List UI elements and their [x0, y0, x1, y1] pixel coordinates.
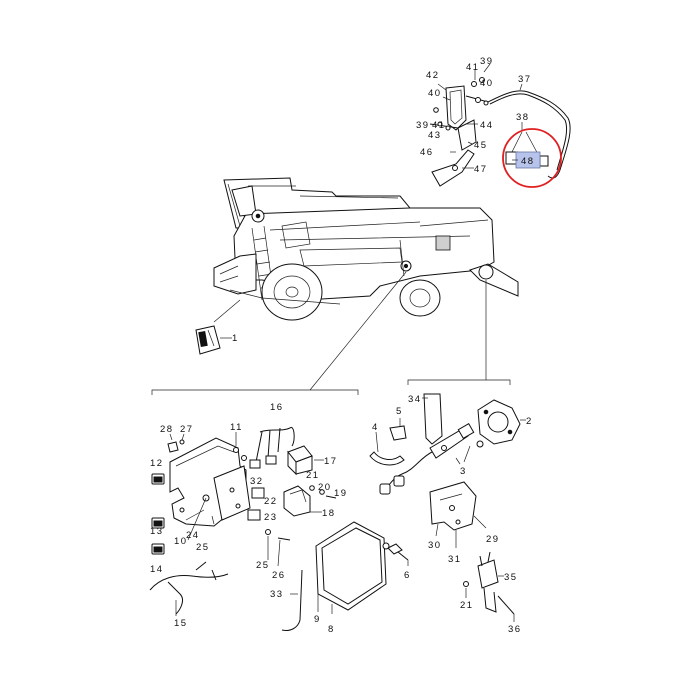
callout-30: 30 [428, 540, 442, 551]
callout-18: 18 [322, 508, 336, 519]
callout-25: 25 [196, 542, 210, 553]
callout-2: 2 [526, 416, 533, 427]
callout-47: 47 [474, 164, 488, 175]
callout-9: 9 [314, 614, 321, 625]
callout-21: 21 [306, 470, 320, 481]
callout-34: 34 [408, 394, 422, 405]
callout-15: 15 [174, 618, 188, 629]
callout-17: 17 [324, 456, 338, 467]
callout-28: 28 [160, 424, 174, 435]
callout-39: 39 [416, 120, 430, 131]
callout-44: 44 [480, 120, 494, 131]
callout-10: 10 [174, 536, 188, 547]
lower-right-assembly [369, 393, 526, 622]
callout-12: 12 [150, 458, 164, 469]
callout-38: 38 [516, 112, 530, 123]
callout-22: 22 [264, 496, 278, 507]
callout-40: 40 [480, 78, 494, 89]
callout-4: 4 [372, 422, 379, 433]
callout-23: 23 [264, 512, 278, 523]
callout-36: 36 [508, 624, 522, 635]
callout-29: 29 [486, 534, 500, 545]
wiring-loom [149, 561, 229, 615]
control-cable [487, 90, 571, 179]
callout-33: 33 [270, 589, 284, 600]
callout-1: 1 [232, 333, 239, 344]
highlight-circle [502, 128, 562, 188]
callout-32: 32 [250, 476, 264, 487]
callout-21: 21 [460, 600, 474, 611]
callout-48: 48 [521, 156, 535, 167]
callout-40: 40 [428, 88, 442, 99]
wire-harness [255, 426, 295, 463]
callout-43: 43 [428, 130, 442, 141]
callout-41: 41 [466, 62, 480, 73]
callout-27: 27 [180, 424, 194, 435]
callout-16: 16 [270, 402, 284, 413]
callout-37: 37 [518, 74, 532, 85]
callout-41: 41 [432, 120, 446, 131]
callout-25: 25 [256, 560, 270, 571]
callout-39: 39 [480, 56, 494, 67]
callout-6: 6 [404, 570, 411, 581]
callout-20: 20 [318, 482, 332, 493]
callout-labels: 39 41 42 40 37 40 38 39 41 44 43 45 46 4… [150, 56, 535, 635]
rocker-switch [195, 325, 232, 355]
callout-19: 19 [334, 488, 348, 499]
callout-35: 35 [504, 572, 518, 583]
callout-14: 14 [150, 564, 164, 575]
callout-3: 3 [460, 466, 467, 477]
callout-5: 5 [396, 406, 403, 417]
combine-harvester [213, 177, 519, 321]
lower-left-assembly [149, 426, 409, 631]
callout-11: 11 [230, 422, 243, 433]
rear-wheel [399, 279, 441, 317]
callout-46: 46 [420, 147, 434, 158]
callout-13: 13 [150, 526, 164, 537]
front-wheel [261, 263, 323, 321]
callout-8: 8 [328, 624, 335, 635]
top-right-assembly [429, 63, 571, 188]
callout-26: 26 [272, 570, 286, 581]
callout-24: 24 [186, 530, 200, 541]
callout-42: 42 [426, 70, 440, 81]
callout-31: 31 [448, 554, 462, 565]
callout-45: 45 [474, 140, 488, 151]
